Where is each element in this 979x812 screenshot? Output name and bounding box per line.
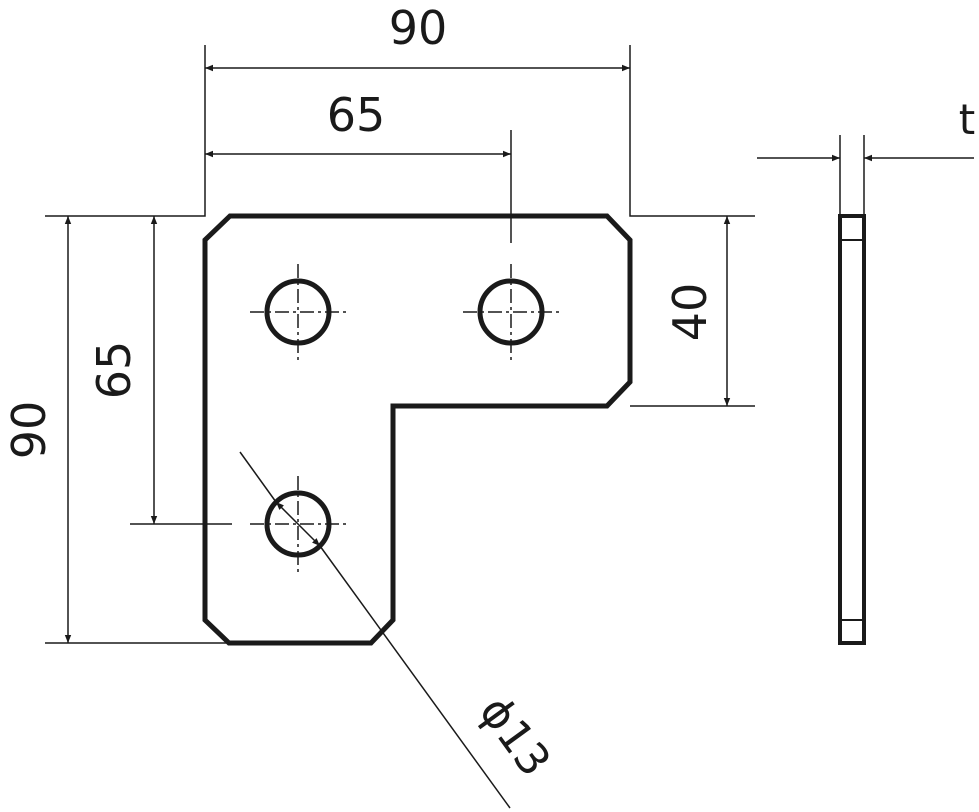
dim-text-overall-height: 90: [2, 401, 56, 460]
extension-lines: [45, 45, 755, 644]
dim-text-leg-width: 40: [663, 283, 717, 342]
dim-text-thickness: t: [959, 95, 975, 144]
dim-text-overall-width: 90: [389, 1, 448, 55]
side-view: [838, 135, 866, 645]
hole-top-right: [463, 264, 559, 360]
plate-outline: [202, 213, 633, 646]
hole-bottom-left: [250, 476, 346, 572]
dim-text-hole-spacing-horizontal: 65: [327, 88, 386, 142]
diameter-leader: [239, 451, 511, 809]
hole-top-left: [250, 264, 346, 360]
dim-text-hole-spacing-vertical: 65: [87, 341, 141, 400]
